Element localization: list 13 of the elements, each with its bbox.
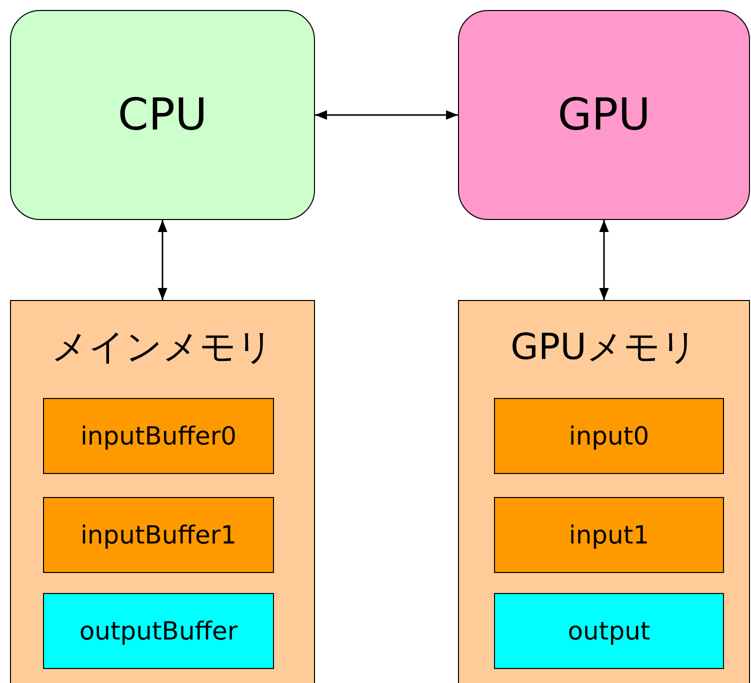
buffer-box: inputBuffer1 (43, 497, 274, 573)
processor-box: CPU (10, 10, 315, 220)
processor-box: GPU (458, 10, 750, 220)
arrow (158, 220, 168, 300)
buffer-box: input1 (494, 497, 724, 573)
buffer-box: outputBuffer (43, 593, 274, 669)
buffer-box: output (494, 593, 724, 669)
memory-box: GPUメモリ input0 input1 output (458, 300, 750, 683)
buffer-box: inputBuffer0 (43, 398, 274, 474)
buffer-box: input0 (494, 398, 724, 474)
arrow (599, 220, 609, 300)
arrow (315, 110, 458, 120)
memory-box: メインメモリ inputBuffer0 inputBuffer1 outputBuffer (10, 300, 315, 683)
